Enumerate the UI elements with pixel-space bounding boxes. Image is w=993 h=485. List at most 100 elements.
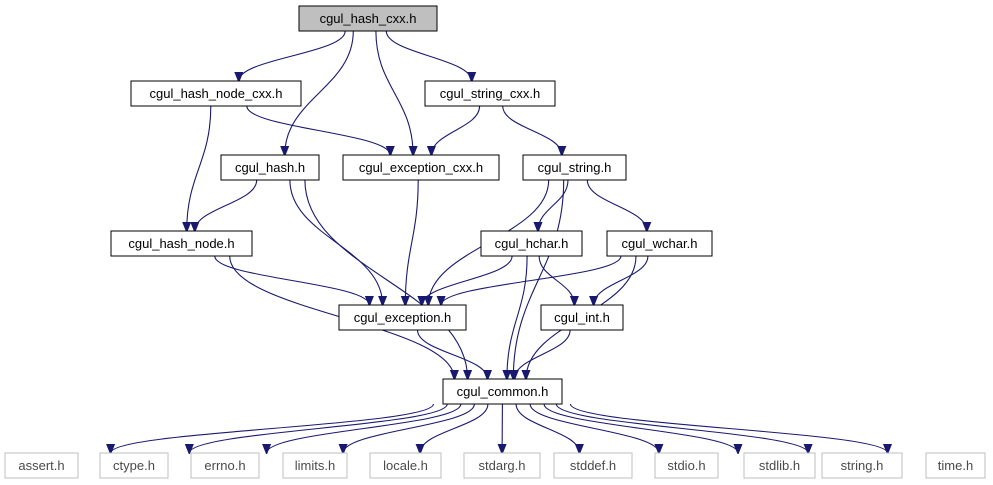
edge-cgul_common-to-stdlib bbox=[543, 403, 738, 453]
edge-cgul_common-to-assert bbox=[111, 403, 434, 453]
edge-cgul_common-to-locale bbox=[420, 403, 489, 453]
node-box bbox=[480, 230, 583, 257]
edge-cgul_hash_node_cxx-to-cgul_hash_node bbox=[187, 105, 212, 231]
node-box bbox=[463, 452, 541, 479]
node-cgul-hash-cxx[interactable]: cgul_hash_cxx.h bbox=[298, 5, 438, 32]
node-cgul-string[interactable]: cgul_string.h bbox=[522, 154, 627, 181]
node-cgul-wchar[interactable]: cgul_wchar.h bbox=[606, 230, 713, 257]
node-stdio: stdio.h bbox=[654, 452, 719, 479]
node-label: cgul_hash_node_cxx.h bbox=[150, 86, 283, 101]
nodes-layer: cgul_hash_cxx.h cgul_hash_node_cxx.h cgul_… bbox=[4, 5, 986, 479]
edge-cgul_hash_cxx-to-cgul_string_cxx bbox=[385, 30, 471, 81]
node-label: cgul_wchar.h bbox=[622, 236, 698, 251]
edge-cgul_hash_cxx-to-cgul_hash bbox=[285, 30, 354, 155]
node-label: stdarg.h bbox=[479, 458, 526, 473]
edge-cgul_hash_node_cxx-to-cgul_exception_cxx bbox=[246, 105, 390, 155]
node-label: cgul_string_cxx.h bbox=[440, 86, 540, 101]
node-box bbox=[220, 154, 320, 181]
node-label: assert.h bbox=[18, 458, 64, 473]
node-label: errno.h bbox=[204, 458, 245, 473]
edge-cgul_exception_cxx-to-cgul_exception bbox=[405, 179, 419, 305]
node-label: stddef.h bbox=[570, 458, 616, 473]
node-label: cgul_hash.h bbox=[235, 160, 305, 175]
edge-cgul_hash-to-cgul_common bbox=[304, 179, 468, 379]
edge-cgul_hash_cxx-to-cgul_exception_cxx bbox=[375, 30, 413, 155]
node-assert: assert.h bbox=[4, 452, 79, 479]
edge-cgul_hchar-to-cgul_common bbox=[507, 255, 528, 379]
node-box bbox=[424, 80, 556, 107]
node-cgul-common[interactable]: cgul_common.h bbox=[442, 378, 563, 405]
edge-cgul_hchar-to-cgul_exception bbox=[422, 255, 513, 305]
node-box bbox=[298, 5, 438, 32]
node-label: cgul_string.h bbox=[538, 160, 612, 175]
node-cgul-hash-node[interactable]: cgul_hash_node.h bbox=[110, 230, 253, 257]
node-box bbox=[606, 230, 713, 257]
node-label: stdio.h bbox=[667, 458, 705, 473]
edge-cgul_common-to-stddef bbox=[515, 403, 579, 453]
node-locale: locale.h bbox=[369, 452, 442, 479]
node-box bbox=[821, 452, 903, 479]
node-limits: limits.h bbox=[282, 452, 348, 479]
node-stdlib: stdlib.h bbox=[743, 452, 816, 479]
edge-cgul_string_cxx-to-cgul_string bbox=[502, 105, 562, 155]
node-box bbox=[4, 452, 79, 479]
node-stddef: stddef.h bbox=[553, 452, 633, 479]
node-stdarg: stdarg.h bbox=[463, 452, 541, 479]
node-label: cgul_exception_cxx.h bbox=[359, 160, 483, 175]
node-box bbox=[553, 452, 633, 479]
node-label: cgul_hash_cxx.h bbox=[320, 11, 417, 26]
edge-cgul_hash_node-to-cgul_exception bbox=[214, 255, 370, 305]
node-box bbox=[130, 80, 302, 107]
node-time: time.h bbox=[925, 452, 986, 479]
edge-cgul_string-to-cgul_hchar bbox=[538, 179, 569, 231]
node-cgul-hchar[interactable]: cgul_hchar.h bbox=[480, 230, 583, 257]
edge-cgul_hchar-to-cgul_int bbox=[538, 255, 574, 305]
edge-cgul_hash-to-cgul_hash_node bbox=[195, 179, 258, 231]
node-label: cgul_hchar.h bbox=[495, 236, 569, 251]
node-box bbox=[342, 154, 500, 181]
edge-cgul_common-to-errno bbox=[267, 403, 462, 453]
edge-cgul_common-to-string bbox=[555, 403, 808, 453]
edge-cgul_int-to-cgul_common bbox=[514, 329, 571, 379]
node-label: time.h bbox=[938, 458, 973, 473]
node-box bbox=[442, 378, 563, 405]
node-box bbox=[925, 452, 986, 479]
node-label: stdlib.h bbox=[759, 458, 800, 473]
node-label: string.h bbox=[841, 458, 884, 473]
edge-cgul_common-to-limits bbox=[343, 403, 475, 453]
node-label: cgul_exception.h bbox=[354, 310, 452, 325]
node-box bbox=[338, 304, 467, 331]
node-ctype: ctype.h bbox=[99, 452, 169, 479]
node-cgul-exception[interactable]: cgul_exception.h bbox=[338, 304, 467, 331]
node-box bbox=[99, 452, 169, 479]
node-box bbox=[369, 452, 442, 479]
node-string: string.h bbox=[821, 452, 903, 479]
node-label: cgul_common.h bbox=[457, 384, 549, 399]
node-cgul-string-cxx[interactable]: cgul_string_cxx.h bbox=[424, 80, 556, 107]
edge-cgul_exception-to-cgul_common bbox=[416, 329, 488, 379]
node-box bbox=[743, 452, 816, 479]
edge-cgul_wchar-to-cgul_int bbox=[594, 255, 649, 305]
edge-cgul_common-to-stdio bbox=[529, 403, 659, 453]
node-label: cgul_int.h bbox=[554, 310, 610, 325]
node-box bbox=[654, 452, 719, 479]
node-box bbox=[190, 452, 260, 479]
node-box bbox=[282, 452, 348, 479]
node-box bbox=[110, 230, 253, 257]
node-label: limits.h bbox=[295, 458, 335, 473]
edge-cgul_wchar-to-cgul_exception bbox=[441, 255, 622, 305]
node-label: cgul_hash_node.h bbox=[128, 236, 234, 251]
node-box bbox=[540, 304, 624, 331]
node-cgul-hash[interactable]: cgul_hash.h bbox=[220, 154, 320, 181]
edge-cgul_common-to-time bbox=[569, 403, 888, 453]
node-cgul-exception-cxx[interactable]: cgul_exception_cxx.h bbox=[342, 154, 500, 181]
node-label: ctype.h bbox=[113, 458, 155, 473]
edge-cgul_string-to-cgul_wchar bbox=[586, 179, 647, 231]
node-cgul-int[interactable]: cgul_int.h bbox=[540, 304, 624, 331]
node-cgul-hash-node-cxx[interactable]: cgul_hash_node_cxx.h bbox=[130, 80, 302, 107]
node-errno: errno.h bbox=[190, 452, 260, 479]
edge-cgul_common-to-ctype bbox=[189, 403, 448, 453]
edge-cgul_string_cxx-to-cgul_exception_cxx bbox=[431, 105, 481, 155]
node-box bbox=[522, 154, 627, 181]
